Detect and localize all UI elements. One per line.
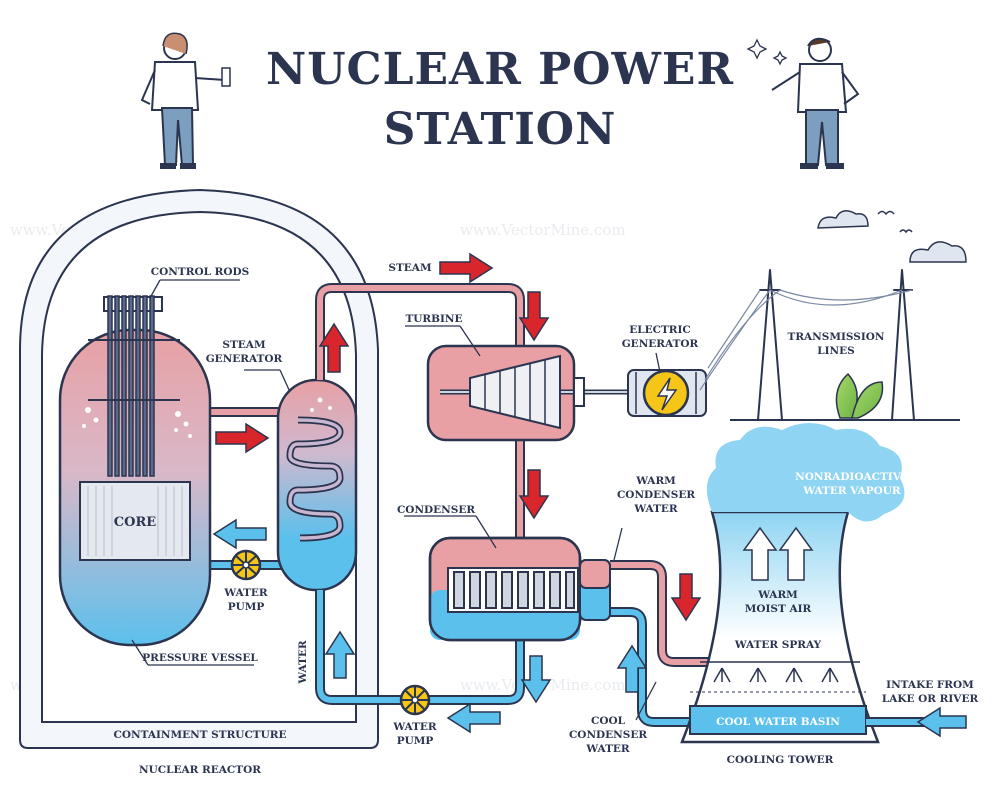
reactor-core bbox=[79, 481, 191, 561]
label-electric-generator-2: GENERATOR bbox=[622, 338, 699, 350]
transmission-lines-icon bbox=[699, 269, 960, 421]
label-warm-condenser-water-2: CONDENSER bbox=[617, 489, 695, 501]
label-water-pump-bottom-2: PUMP bbox=[397, 735, 434, 747]
label-turbine: TURBINE bbox=[405, 313, 462, 325]
label-water-pump-left-2: PUMP bbox=[228, 601, 265, 613]
label-intake-1: INTAKE FROM bbox=[886, 679, 974, 691]
label-water-pump-left-1: WATER bbox=[223, 587, 268, 599]
leader-lines bbox=[131, 279, 661, 721]
scientist-right-icon bbox=[746, 37, 860, 169]
label-pressure-vessel: PRESSURE VESSEL bbox=[142, 652, 258, 664]
birds-icon bbox=[877, 210, 913, 234]
label-cool-condenser-water-3: WATER bbox=[585, 743, 630, 755]
label-transmission-lines-2: LINES bbox=[817, 345, 854, 357]
label-steam-generator-2: GENERATOR bbox=[206, 353, 283, 365]
label-intake-2: LAKE OR RIVER bbox=[882, 693, 979, 705]
label-warm-condenser-water-3: WATER bbox=[633, 503, 678, 515]
steam-generator bbox=[276, 378, 358, 592]
label-warm-moist-air-2: MOIST AIR bbox=[745, 603, 812, 615]
label-nuclear-reactor: NUCLEAR REACTOR bbox=[139, 764, 261, 776]
water-pump-left-icon bbox=[230, 549, 262, 581]
core-label: CORE bbox=[114, 515, 156, 530]
secondary-loop-pipes bbox=[315, 283, 840, 727]
label-electric-generator-1: ELECTRIC bbox=[629, 324, 691, 336]
control-rods bbox=[88, 295, 180, 477]
label-steam-generator-1: STEAM bbox=[222, 339, 266, 351]
label-warm-condenser-water-1: WARM bbox=[635, 475, 676, 487]
label-nonradioactive-2: WATER VAPOUR bbox=[802, 485, 901, 497]
label-containment-structure: CONTAINMENT STRUCTURE bbox=[113, 729, 286, 741]
label-cooling-tower: COOLING TOWER bbox=[727, 754, 834, 766]
label-steam: STEAM bbox=[388, 262, 432, 274]
cooling-tower bbox=[680, 423, 905, 744]
cloud-icon bbox=[817, 210, 967, 263]
bubbles-icon bbox=[82, 407, 192, 438]
label-water-vertical: WATER bbox=[297, 640, 309, 685]
label-cool-condenser-water-2: CONDENSER bbox=[569, 729, 647, 741]
turbine bbox=[426, 344, 630, 442]
water-pump-bottom-icon bbox=[399, 684, 431, 716]
label-water-spray: WATER SPRAY bbox=[734, 639, 822, 651]
condenser bbox=[428, 536, 611, 642]
flow-arrows bbox=[212, 252, 967, 738]
title-line-1: NUCLEAR POWER bbox=[265, 44, 735, 95]
label-control-rods: CONTROL RODS bbox=[151, 266, 249, 278]
vapour-cloud bbox=[706, 423, 905, 522]
label-nonradioactive-1: NONRADIOACTIVE bbox=[795, 471, 909, 483]
label-cool-condenser-water-1: COOL bbox=[591, 715, 626, 727]
label-warm-moist-air-1: WARM bbox=[757, 589, 798, 601]
scientist-left-icon bbox=[140, 32, 231, 169]
plant-icon bbox=[835, 372, 884, 419]
label-transmission-lines-1: TRANSMISSION bbox=[788, 331, 885, 343]
label-water-pump-bottom-1: WATER bbox=[392, 721, 437, 733]
electric-generator-icon bbox=[627, 369, 707, 417]
title-line-2: STATION bbox=[383, 104, 617, 155]
watermark-text: www.VectorMine.com bbox=[460, 221, 626, 239]
label-cool-water-basin: COOL WATER BASIN bbox=[716, 716, 840, 728]
label-condenser: CONDENSER bbox=[397, 504, 475, 516]
